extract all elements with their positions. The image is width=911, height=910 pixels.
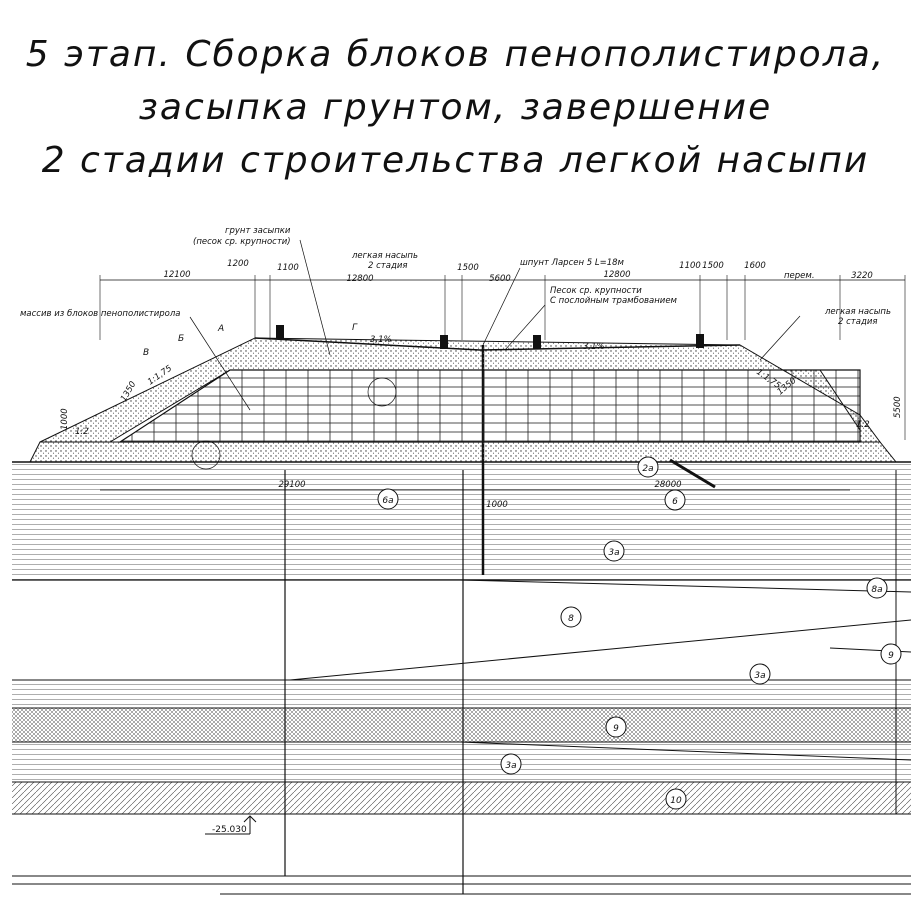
light-embankment-label-2: 2 стадия (368, 261, 407, 271)
sheet-pile-label: шпунт Ларсен 5 L=18м (520, 258, 625, 268)
dim-12100: 12100 (163, 270, 190, 280)
layer-code: 9 (613, 724, 619, 734)
layer-code: 3а (754, 671, 765, 681)
stratum-10 (12, 782, 911, 814)
dim-1000-vertical: 1000 (60, 408, 70, 430)
dim-3220: 3220 (851, 271, 873, 281)
title-block: 5 этап. Сборка блоков пенополистирола, з… (0, 28, 911, 187)
base-layer (29, 441, 898, 463)
layer-code: 8 (568, 614, 574, 624)
layer-code: 3а (608, 548, 619, 558)
backfill-label-2: (песок ср. крупности) (193, 237, 291, 247)
stratum-3a-upper (12, 680, 911, 708)
layer-code: 8а (871, 585, 882, 595)
stratum-6 (12, 462, 911, 580)
dim-1500-right: 1500 (702, 261, 724, 271)
layer-code: 6 (672, 497, 678, 507)
dim-5500: 5500 (893, 396, 903, 418)
title-line-1: 5 этап. Сборка блоков пенополистирола, (25, 34, 886, 75)
layer-code: 2а (642, 464, 653, 474)
perem-label: перем. (784, 271, 815, 281)
layer-code: 3а (505, 761, 516, 771)
dim-1500: 1500 (457, 263, 479, 273)
title-line-2: засыпка грунтом, завершение (138, 87, 773, 128)
dim-29100: 29100 (278, 480, 305, 490)
light-embankment-right-label-1: легкая насыпь (824, 307, 891, 317)
dim-1600: 1600 (744, 261, 766, 271)
letter-v: В (143, 348, 149, 358)
layer-code: 9 (888, 651, 894, 661)
light-embankment-right-label-2: 2 стадия (838, 317, 877, 327)
slope-right: 3,1% (583, 342, 605, 352)
eps-block-massif (117, 369, 861, 443)
slope-1-2-right: 1:2 (856, 420, 870, 430)
soil-strata (12, 461, 911, 895)
dim-1100: 1100 (277, 263, 299, 273)
letter-a: А (217, 324, 224, 334)
letter-g: Г (352, 323, 358, 333)
leader-lines (189, 239, 801, 489)
layer-markers (377, 456, 902, 810)
dim-5600: 5600 (489, 274, 511, 284)
stratum-3a-lower (12, 742, 911, 782)
eps-massif-label: массив из блоков пенополистирола (20, 309, 181, 319)
sand-label-1: Песок ср. крупности (550, 286, 642, 296)
stratum-8 (12, 580, 911, 680)
title-line-3: 2 стадии строительства легкой насыпи (41, 140, 870, 181)
elevation-mark: -25.030 (205, 815, 257, 835)
top-dimension-line (99, 275, 906, 440)
light-embankment-label-1: легкая насыпь (351, 251, 418, 261)
sand-label-2: С послойным трамбованием (550, 296, 678, 306)
dim-1000: 1000 (486, 500, 508, 510)
stratum-9 (12, 708, 911, 742)
dim-12800-right: 12800 (603, 270, 630, 280)
backfill-label-1: грунт засыпки (225, 226, 291, 236)
dim-1100-right: 1100 (679, 261, 701, 271)
slope-left: 3,1% (370, 335, 392, 345)
dim-1200: 1200 (227, 259, 249, 269)
dim-12800-left: 12800 (346, 274, 373, 284)
backfill-soil (39, 337, 881, 443)
layer-code: 6а (382, 496, 393, 506)
elevation-label: -25.030 (212, 825, 247, 835)
letter-b: Б (178, 334, 184, 344)
layer-code: 10 (670, 796, 682, 806)
dim-28000: 28000 (654, 480, 681, 490)
slope-1-2-left: 1:2 (75, 427, 89, 437)
guardrail-posts (276, 325, 704, 349)
